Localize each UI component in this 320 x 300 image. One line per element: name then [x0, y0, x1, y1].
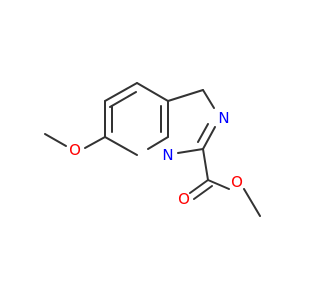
atom-label-carbonyl-oxygen: O: [178, 190, 190, 208]
bond-pyridine-upper-right: [136, 82, 169, 102]
bond-pyridine-top: [104, 82, 138, 102]
bond-carbonyl-double-a: [189, 179, 209, 194]
bond-methoxy-methyl: [44, 133, 67, 147]
bond-ester-methyl: [243, 188, 261, 217]
bond-ring-to-carbonyl: [202, 148, 209, 181]
atom-label-bridge-nitrogen: N: [162, 146, 173, 164]
bond-pyridine-lower-right: [147, 136, 169, 150]
bond-imidazole-lower-right: [202, 126, 216, 150]
structure-canvas: N N O O O: [44, 82, 261, 217]
molecule-structure: N N O O O: [44, 82, 261, 217]
bond-imidazole-right: [202, 89, 215, 109]
bond-carbonyl-to-ester-oxygen: [207, 179, 230, 190]
bond-imidazole-lower-right-inner: [197, 123, 209, 143]
atom-label-imidazole-nitrogen: N: [218, 109, 229, 127]
bond-ring-to-methoxy-oxygen: [84, 136, 106, 149]
bond-imidazole-bottom: [177, 148, 204, 154]
bond-pyridine-top-inner: [109, 91, 137, 108]
atom-label-methoxy-oxygen: O: [69, 141, 81, 159]
bond-pyridine-bottom: [104, 136, 138, 156]
bond-imidazole-top: [167, 89, 204, 102]
bond-carbonyl-double-b: [193, 185, 213, 200]
atom-label-ester-oxygen: O: [231, 173, 243, 191]
